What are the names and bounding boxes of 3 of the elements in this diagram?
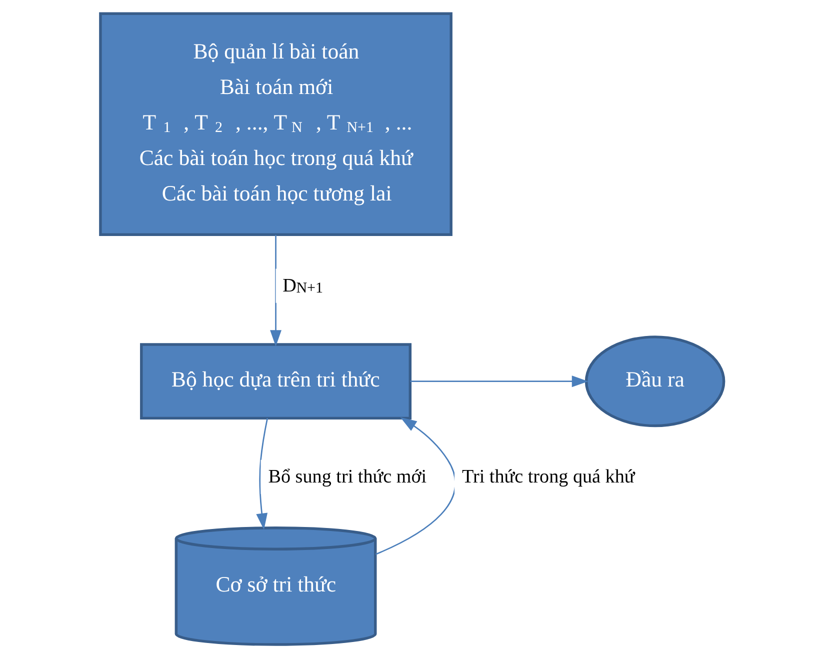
edge-label: DN+1 [282,276,323,297]
edge-label: Tri thức trong quá khứ [462,466,634,488]
edge-label: Bổ sung tri thức mới [268,466,426,488]
